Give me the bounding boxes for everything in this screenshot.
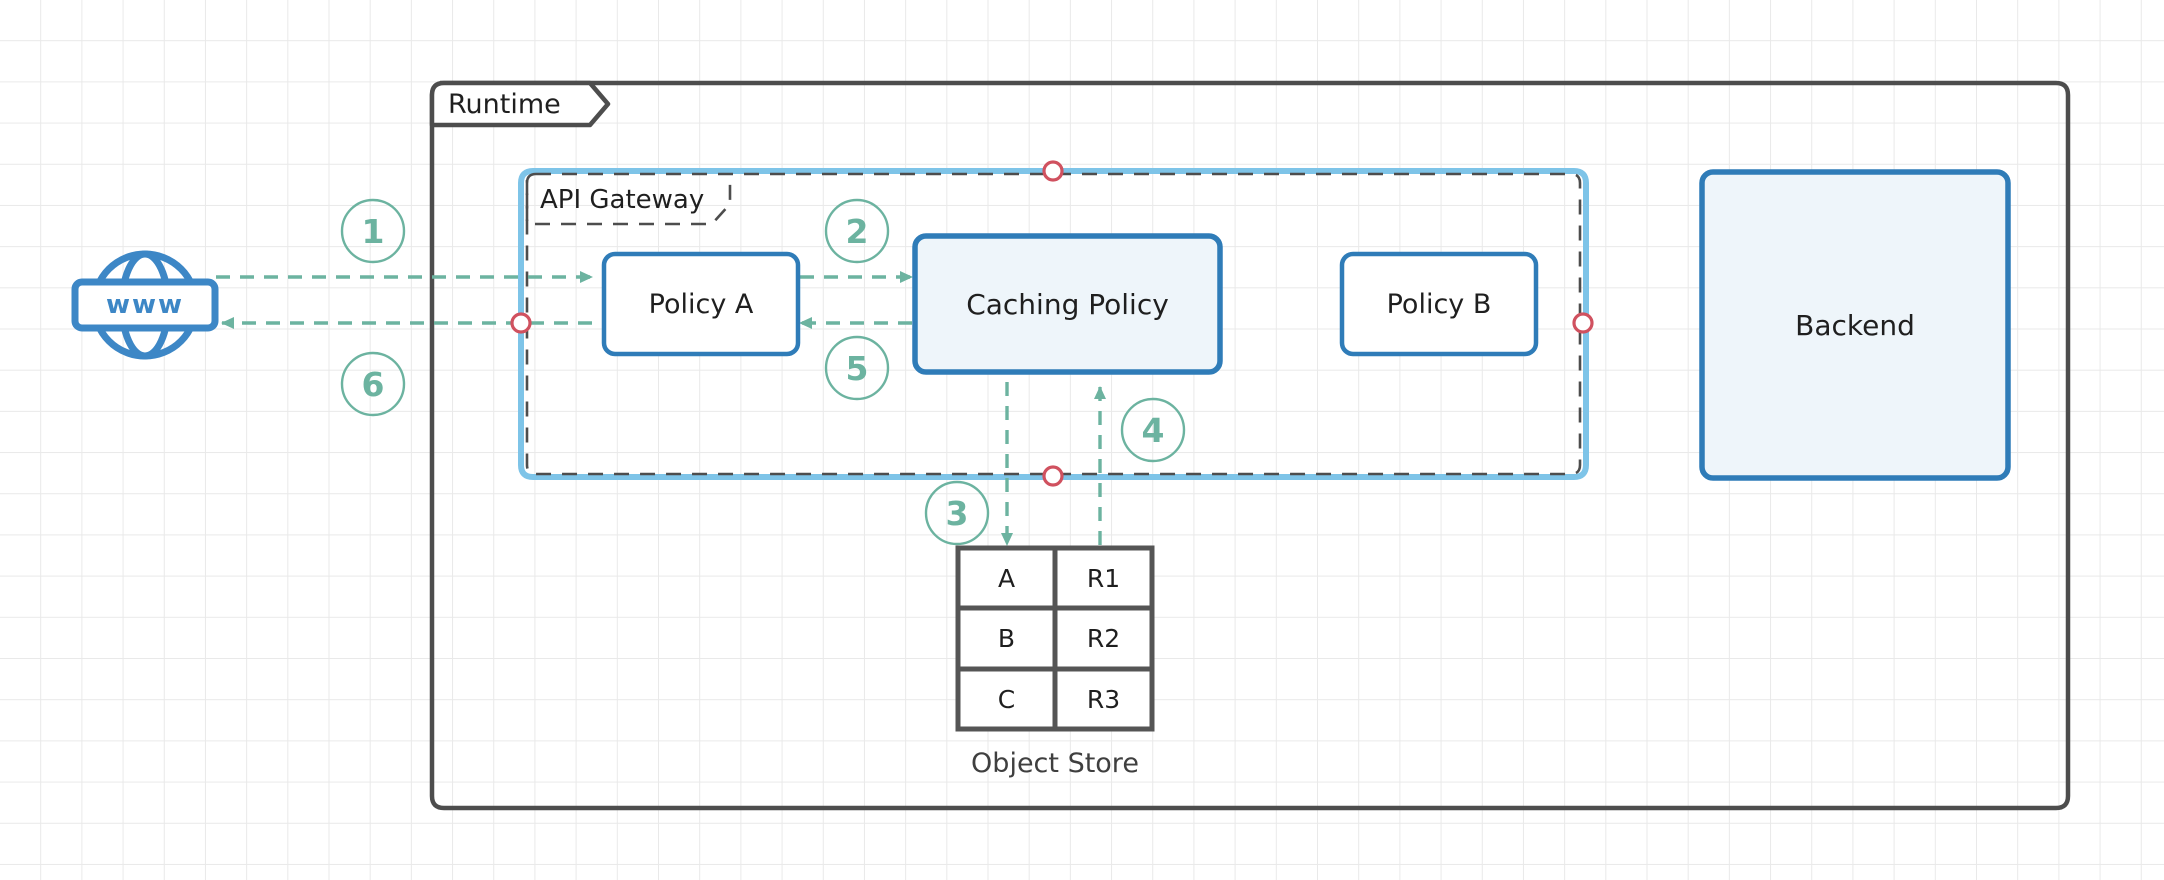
gateway-port-top[interactable]: [1042, 160, 1064, 182]
runtime-container: [429, 80, 2071, 811]
api-gateway-container: [518, 168, 1589, 480]
step-badge-3-circle[interactable]: [924, 480, 990, 546]
gateway-port-left[interactable]: [510, 312, 532, 334]
node-caching-policy-shape[interactable]: [912, 233, 1223, 375]
node-policy-b-shape[interactable]: [1339, 251, 1539, 357]
node-policy-a-shape[interactable]: [601, 251, 801, 357]
step-badge-5-circle[interactable]: [824, 335, 890, 401]
step-badges: [340, 198, 1186, 546]
object-store-table[interactable]: [955, 545, 1155, 732]
gateway-ports: [510, 160, 1594, 487]
gateway-port-bottom[interactable]: [1042, 465, 1064, 487]
step-badge-4-circle[interactable]: [1120, 397, 1186, 463]
step-badge-6-circle[interactable]: [340, 351, 406, 417]
globe-www-icon[interactable]: [71, 250, 219, 360]
step-badge-2-circle[interactable]: [824, 198, 890, 264]
node-backend-shape[interactable]: [1699, 169, 2011, 481]
step-badge-1-circle[interactable]: [340, 198, 406, 264]
gateway-port-right[interactable]: [1572, 312, 1594, 334]
